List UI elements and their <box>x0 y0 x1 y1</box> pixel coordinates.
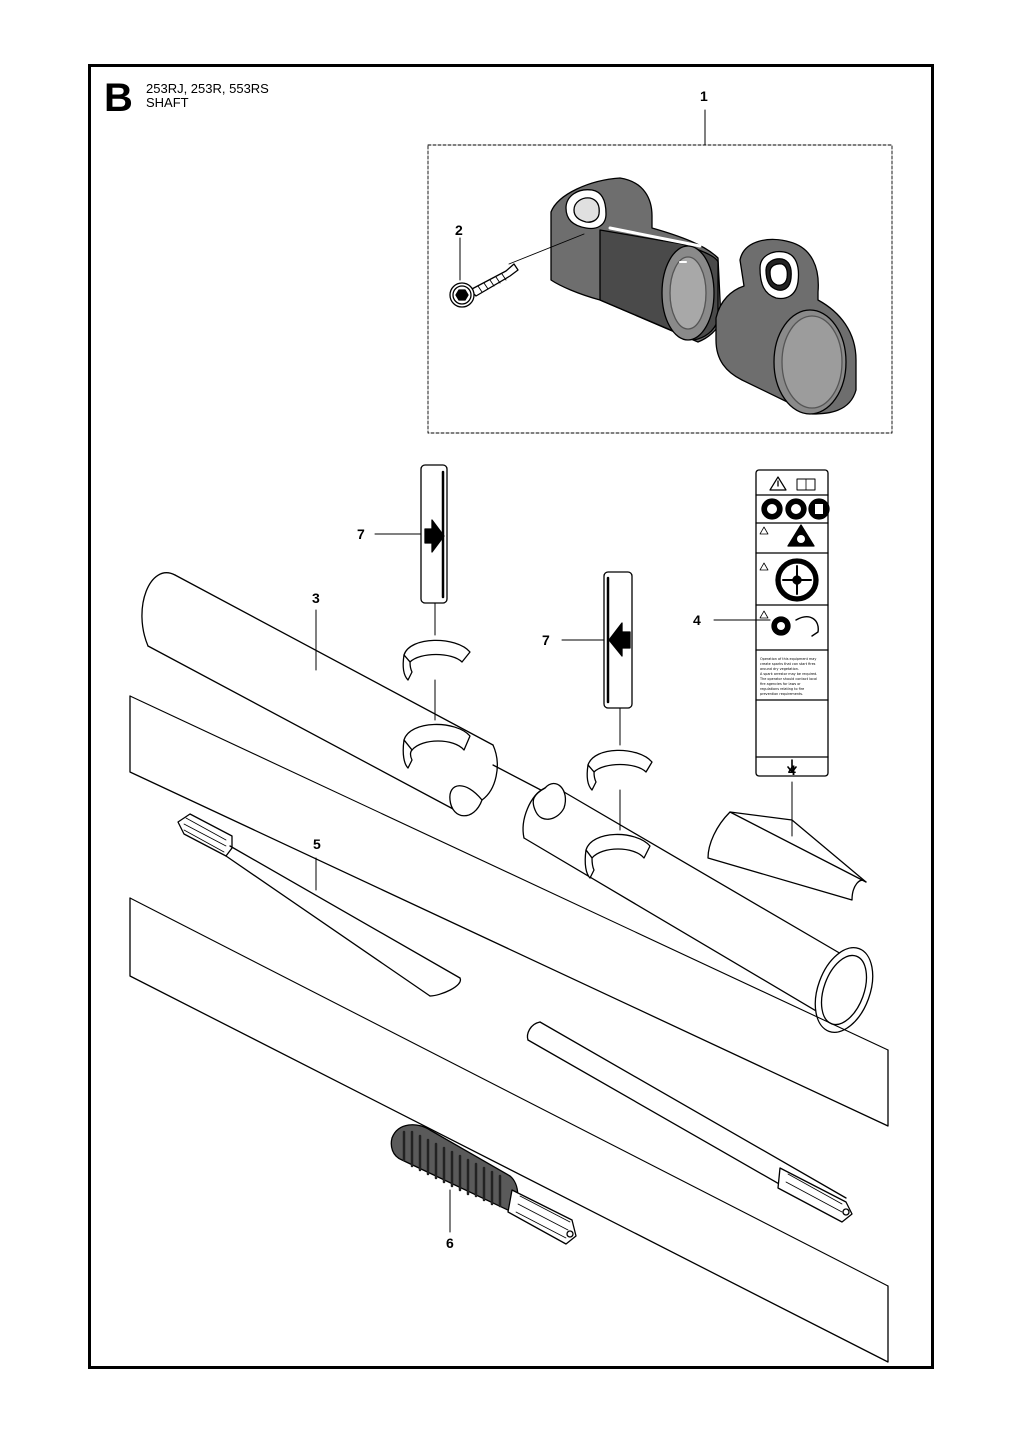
callout-3: 3 <box>312 590 320 606</box>
arrow-down-icon <box>787 759 797 773</box>
decal-text-4: A spark arrestor may be required. <box>760 672 817 676</box>
part-7-arrow-decal-lower <box>561 571 633 709</box>
part-4-half-shell <box>707 781 867 901</box>
decal-text-3: around dry vegetation. <box>760 667 799 671</box>
shim-rings <box>402 602 653 879</box>
decal-text-5: The operator should contact local <box>759 677 817 681</box>
decal-text-7: regulations relating to fire <box>760 687 804 691</box>
callout-1: 1 <box>700 88 708 104</box>
kit-dashed-box <box>427 144 893 434</box>
callout-5: 5 <box>313 836 321 852</box>
decal-text-1: Operation of this equipment may <box>760 657 816 661</box>
callout-4b: 4 <box>788 762 796 778</box>
decal-text-6: fire agencies for laws or <box>760 682 801 686</box>
part-5-drive-shaft <box>129 695 889 1363</box>
decal-text-8: prevention requirements. <box>760 692 803 696</box>
callout-2: 2 <box>455 222 463 238</box>
callout-7a: 7 <box>357 526 365 542</box>
handle-clamp-rear <box>550 177 722 343</box>
handle-clamp-front <box>715 238 857 415</box>
part-3-shaft-tube <box>141 572 874 1033</box>
page-frame <box>88 64 934 1369</box>
screw-part-2 <box>449 233 585 308</box>
model-list: 253RJ, 253R, 553RS <box>146 81 269 96</box>
part-4-warning-decal: Operation of this equipment may create s… <box>713 469 830 777</box>
part-1-handle-kit <box>427 109 893 434</box>
callout-6: 6 <box>446 1235 454 1251</box>
callout-4a: 4 <box>693 612 701 628</box>
part-7-arrow-decal-upper <box>374 464 448 604</box>
callout-7b: 7 <box>542 632 550 648</box>
section-letter: B <box>104 76 133 120</box>
part-6-worm-gear <box>390 1124 577 1245</box>
decal-text-2: create sparks that can start fires <box>760 662 816 666</box>
section-title: SHAFT <box>146 95 189 110</box>
